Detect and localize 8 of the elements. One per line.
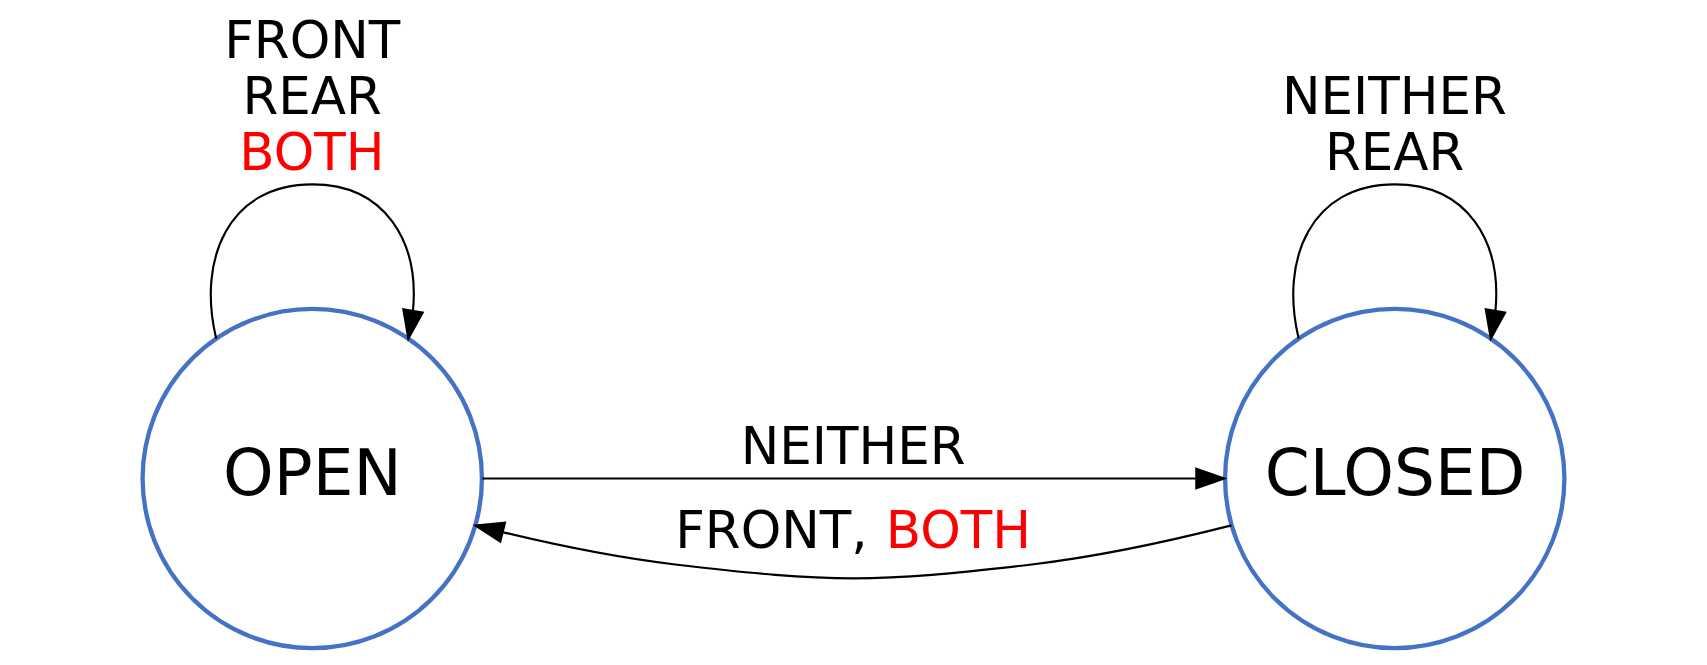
edge-label: NEITHER: [740, 415, 966, 476]
edge-label: NEITHER REAR: [1281, 65, 1507, 182]
arrow: [472, 521, 1232, 580]
arrow: [209, 183, 425, 342]
arrow: [1292, 183, 1507, 342]
arrow: [482, 467, 1228, 490]
edge-label: FRONT REAR BOTH: [224, 10, 401, 182]
edge-label: FRONT, BOTH: [675, 499, 1031, 560]
